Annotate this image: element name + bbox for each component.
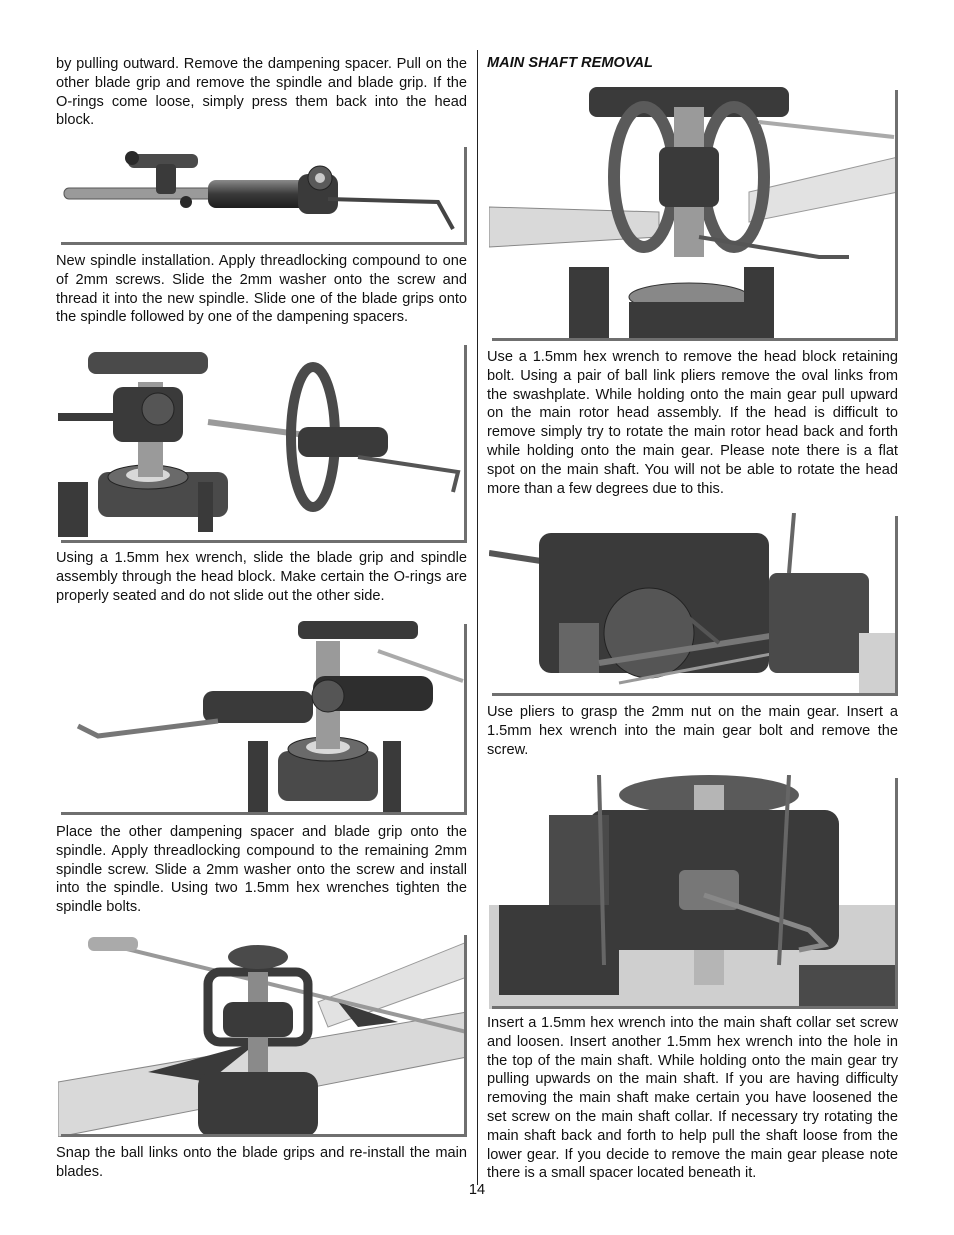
step3-paragraph: Place the other dampening spacer and bla… (56, 824, 467, 916)
step2-paragraph: Using a 1.5mm hex wrench, slide the blad… (56, 550, 467, 604)
page-number: 14 (468, 1182, 486, 1198)
main-shaft-step3-paragraph: Insert a 1.5mm hex wrench into the main … (487, 1015, 898, 1182)
main-shaft-collar-photo (489, 775, 898, 1009)
spindle-blade-grip-photo (58, 144, 467, 245)
main-gear-photo (489, 513, 898, 696)
second-blade-grip-photo (58, 621, 467, 815)
rotor-head-removal-photo (489, 87, 898, 341)
main-shaft-step2-paragraph: Use pliers to grasp the 2mm nut on the m… (487, 704, 898, 758)
main-shaft-step1-paragraph: Use a 1.5mm hex wrench to remove the hea… (487, 349, 898, 497)
column-divider (477, 50, 478, 1185)
intro-paragraph: by pulling outward. Remove the dampening… (56, 56, 467, 129)
blades-reinstalled-photo (58, 932, 467, 1137)
step4-paragraph: Snap the ball links onto the blade grips… (56, 1145, 467, 1180)
step1-paragraph: New spindle installation. Apply threadlo… (56, 253, 467, 326)
section-heading: MAIN SHAFT REMOVAL (487, 55, 653, 71)
head-block-spindle-photo (58, 342, 467, 543)
